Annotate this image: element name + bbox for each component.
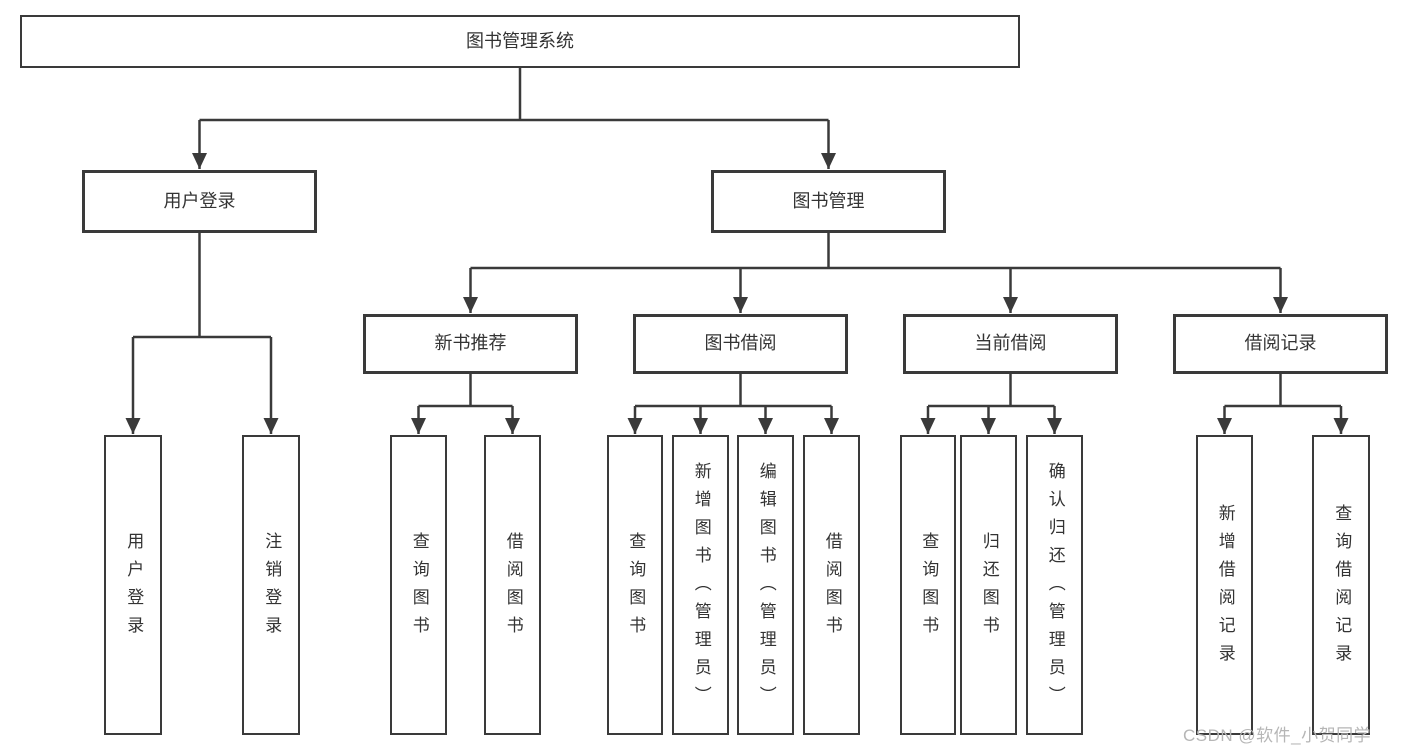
node-borrow-record: 借阅记录	[1173, 314, 1388, 374]
leaf-query-book-3: 查询图书	[900, 435, 956, 735]
node-new-book-recommend: 新书推荐	[363, 314, 578, 374]
node-user-login: 用户登录	[82, 170, 317, 233]
leaf-query-book-1: 查询图书	[390, 435, 447, 735]
leaf-confirm-return-admin: 确认归还（管理员）	[1026, 435, 1083, 735]
leaf-add-book-admin: 新增图书（管理员）	[672, 435, 729, 735]
leaf-logout: 注销登录	[242, 435, 300, 735]
leaf-borrow-book-1: 借阅图书	[484, 435, 541, 735]
leaf-query-book-2: 查询图书	[607, 435, 663, 735]
node-book-management: 图书管理	[711, 170, 946, 233]
node-current-borrow: 当前借阅	[903, 314, 1118, 374]
watermark-text: CSDN @软件_小贺同学	[1183, 726, 1372, 745]
node-book-borrow: 图书借阅	[633, 314, 848, 374]
leaf-borrow-book-2: 借阅图书	[803, 435, 860, 735]
leaf-edit-book-admin: 编辑图书（管理员）	[737, 435, 794, 735]
leaf-return-book: 归还图书	[960, 435, 1017, 735]
leaf-query-borrow-record: 查询借阅记录	[1312, 435, 1370, 735]
leaf-user-login: 用户登录	[104, 435, 162, 735]
leaf-add-borrow-record: 新增借阅记录	[1196, 435, 1253, 735]
node-library-management-system: 图书管理系统	[20, 15, 1020, 68]
